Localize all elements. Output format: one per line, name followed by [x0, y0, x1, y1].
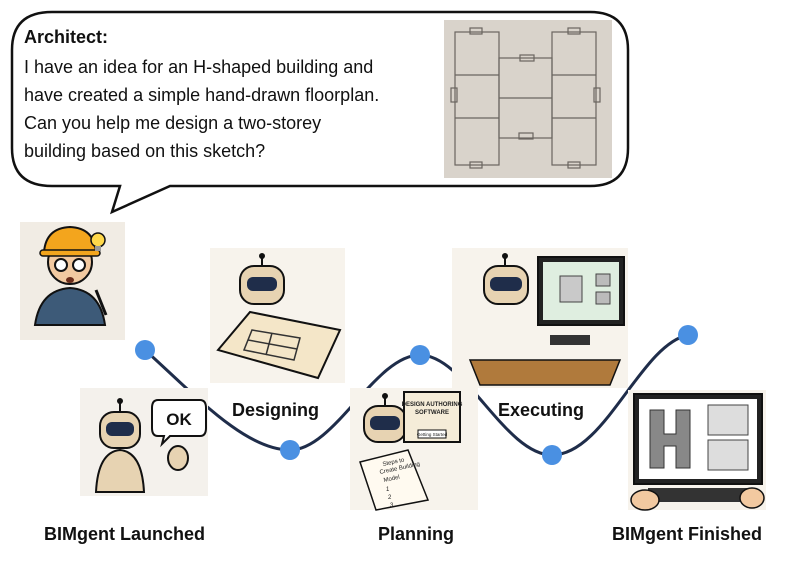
planning-screen-title-1: DESIGN AUTHORING	[402, 402, 463, 408]
node-executing	[542, 445, 562, 465]
planning-paper-num-3: 3	[390, 503, 394, 509]
ok-text: OK	[166, 410, 192, 429]
idea-bulb-icon	[90, 232, 106, 251]
ok-bubble	[151, 399, 207, 448]
planning-screen-title-2: SOFTWARE	[415, 410, 449, 416]
stage-label-launched: BIMgent Launched	[44, 524, 205, 544]
speech-line-4: building based on this sketch?	[24, 141, 266, 161]
planning-paper-num-1: 1	[386, 487, 390, 493]
designing-robot-illustration	[210, 248, 345, 383]
launched-robot-illustration	[80, 388, 208, 496]
node-launched	[135, 340, 155, 360]
node-designing	[280, 440, 300, 460]
speech-line-1: I have an idea for an H-shaped building …	[24, 57, 374, 77]
node-finished	[678, 325, 698, 345]
speaker-label: Architect:	[24, 27, 109, 47]
planning-robot-illustration	[350, 388, 478, 511]
stage-label-executing: Executing	[498, 400, 585, 420]
finished-monitor-illustration	[628, 390, 766, 511]
stage-label-finished: BIMgent Finished	[612, 524, 762, 544]
floorplan-sketch-photo	[444, 20, 612, 178]
planning-paper-line-1: Steps to	[382, 457, 405, 468]
planning-screen-button: Getting Started	[417, 432, 448, 437]
executing-robot-illustration	[452, 248, 628, 388]
speech-line-2: have created a simple hand-drawn floorpl…	[24, 85, 380, 105]
planning-paper-num-2: 2	[388, 495, 392, 501]
planning-paper-line-3: Model	[383, 475, 400, 484]
speech-line-3: Can you help me design a two-storey	[24, 113, 322, 133]
stage-label-designing: Designing	[232, 400, 320, 420]
architect-illustration	[20, 222, 125, 340]
stage-label-planning: Planning	[378, 524, 454, 544]
node-planning	[410, 345, 430, 365]
